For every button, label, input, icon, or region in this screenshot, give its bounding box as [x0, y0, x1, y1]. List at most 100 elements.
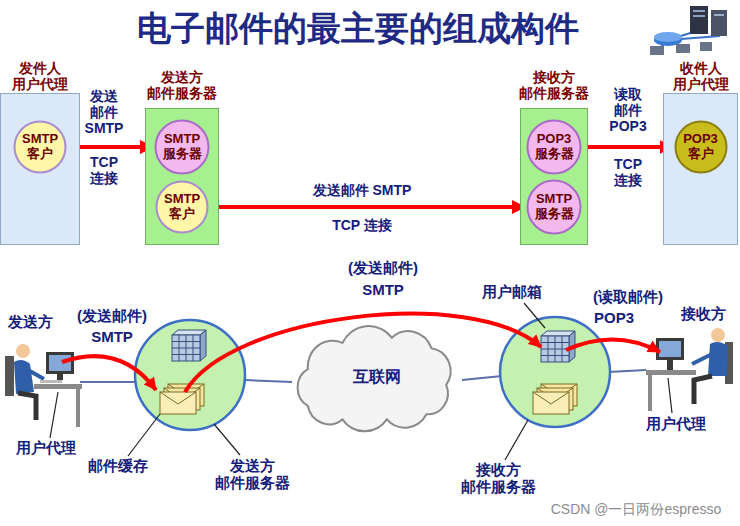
network-lines [244, 380, 292, 382]
party-label: 接收方 [681, 305, 726, 322]
receiver-person [667, 360, 673, 370]
node-text: SMTP 服务器 [535, 192, 574, 222]
circle-outline [675, 122, 726, 173]
circle-outline [156, 121, 209, 174]
mail-envelopes [533, 392, 569, 404]
network-icon [650, 46, 664, 55]
protocol-label: SMTP [91, 328, 133, 345]
circle-outline [528, 121, 581, 174]
circle-outline [15, 122, 66, 173]
mail-server-circle [135, 320, 245, 430]
mail-server-box: 接收方 邮件服务器POP3 服务器SMTP 服务器 [520, 108, 588, 245]
flow-label: (发送邮件) [348, 259, 418, 276]
watermark: CSDN @一日两份espresso [551, 501, 722, 517]
cloud-outline [298, 326, 451, 431]
mail-envelopes [160, 392, 196, 414]
node-text: SMTP 客户 [164, 192, 200, 222]
circle-outline [528, 181, 581, 234]
receiver-person [708, 342, 728, 376]
protocol-label: POP3 [594, 309, 634, 326]
part-label: 发送方 邮件服务器 [215, 457, 290, 492]
receiver-person [659, 341, 681, 357]
connection-label: TCP 连接 [332, 217, 392, 233]
leader-line [668, 378, 672, 413]
mail-flow-arrow [62, 356, 156, 390]
mailbox-grid [541, 336, 569, 362]
leader-line [524, 303, 545, 328]
receiver-person [646, 370, 696, 375]
node-text: SMTP 客户 [22, 132, 58, 162]
pop3-server-circle: POP3 服务器 [526, 119, 582, 175]
mail-server-box: 发送方 邮件服务器SMTP 服务器SMTP 客户 [145, 108, 219, 245]
mailbox-grid [172, 335, 200, 361]
network-icon [690, 6, 708, 34]
sender-person [49, 355, 71, 371]
smtp-client-circle: SMTP 客户 [155, 180, 209, 234]
protocol-label: SMTP [362, 281, 404, 298]
sender-person [46, 352, 74, 374]
network-icon [700, 42, 712, 51]
leader-line [505, 420, 528, 460]
node-text: POP3 服务器 [535, 132, 574, 162]
sender-person [34, 384, 82, 389]
receiver-person [646, 328, 733, 411]
sender-person [16, 344, 30, 358]
mailbox-grid [172, 330, 206, 361]
receiver-person [694, 376, 712, 404]
network-icon [693, 15, 705, 17]
flow-label: (发送邮件) [77, 307, 147, 324]
part-label: 用户代理 [16, 439, 76, 456]
mail-envelopes [160, 392, 196, 404]
mailbox-grid [541, 336, 569, 362]
network-icon [714, 14, 724, 16]
network-icon [676, 44, 690, 53]
mail-envelopes [160, 384, 204, 414]
circle-outline [157, 182, 208, 233]
mail-flow-arrow [566, 339, 660, 352]
network-icon [711, 10, 727, 36]
internet-cloud: 互联网 [288, 322, 466, 432]
node-heading: 收件人 用户代理 [673, 60, 729, 92]
smtp-server-circle: SMTP 服务器 [154, 119, 210, 175]
user-agent-box: 发件人 用户代理SMTP 客户 [0, 93, 80, 245]
network-lines [80, 381, 137, 383]
receiver-person [692, 354, 712, 364]
edge-label: 发送 邮件 SMTP [85, 88, 124, 136]
network-icon [693, 10, 705, 12]
leader-line [214, 424, 240, 455]
part-label: 用户代理 [646, 415, 706, 432]
sender-person [18, 393, 36, 420]
network-lines [608, 370, 646, 372]
node-text: SMTP 服务器 [163, 132, 202, 162]
receiver-person [648, 375, 652, 411]
part-label: 接收方 邮件服务器 [461, 461, 536, 496]
pop3-client-circle: POP3 客户 [674, 120, 728, 174]
sender-person [28, 370, 44, 379]
sender-person [76, 389, 80, 427]
node-heading: 发件人 用户代理 [12, 60, 68, 92]
smtp-server-circle: SMTP 服务器 [526, 179, 582, 235]
mail-envelopes [533, 392, 569, 414]
network-icon [654, 32, 682, 42]
edge-label: 发送邮件 SMTP [313, 182, 412, 198]
network-icon [650, 6, 727, 55]
part-label: 邮件缓存 [88, 457, 148, 474]
node-text: 互联网 [353, 367, 401, 388]
party-label: 发送方 [8, 313, 53, 330]
leader-line [50, 392, 58, 438]
edge-label: 读取 邮件 POP3 [609, 86, 646, 134]
network-lines [462, 376, 502, 380]
diagram-title: 电子邮件的最主要的组成构件 [137, 6, 579, 52]
mail-envelopes [533, 384, 577, 414]
sender-person [5, 356, 14, 396]
node-heading: 发送方 邮件服务器 [147, 69, 217, 101]
mailbox-grid [200, 330, 206, 361]
connection-label: TCP 连接 [90, 154, 118, 186]
flow-label: (读取邮件) [593, 288, 663, 305]
part-label: 用户邮箱 [482, 283, 542, 300]
mail-transfer-arrow [209, 205, 525, 209]
mailbox-grid [172, 335, 200, 361]
sender-person [5, 344, 82, 427]
